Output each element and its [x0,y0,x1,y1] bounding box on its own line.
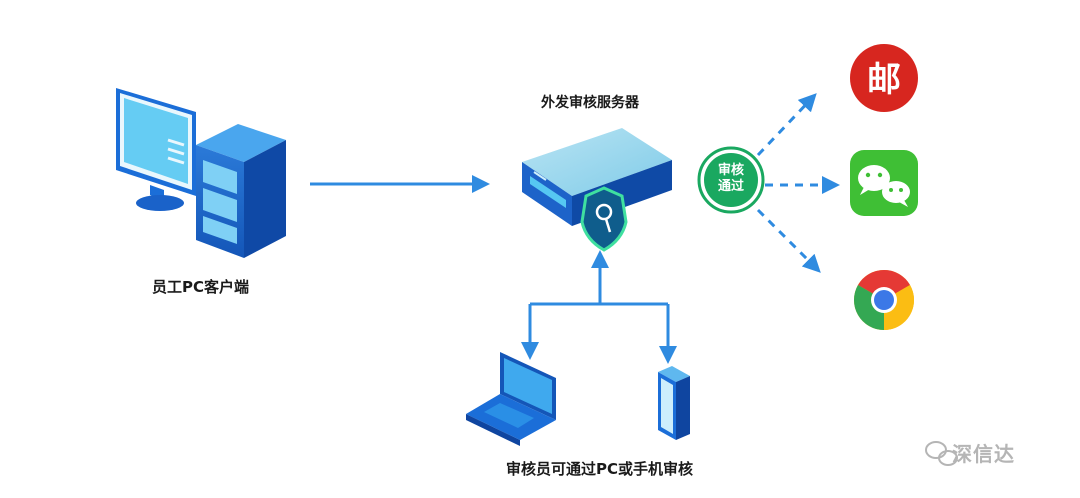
badge-line-1: 审核 [717,163,744,178]
approval-badge [697,146,765,214]
watermark-text: 深信达 [952,442,1015,466]
chrome-icon [853,269,915,330]
client-label: 员工PC客户端 [152,278,250,296]
china-post-icon [850,44,918,112]
china-post-char: 邮 [867,60,901,100]
reviewer-branch-arrows [521,250,677,364]
shield-magnifier-icon [580,186,628,252]
approval-badge-text: 审核 通过 [702,163,760,195]
wechat-icon [850,150,918,216]
phone-icon [658,366,690,440]
watermark: 深信达 [920,438,1015,467]
server-label: 外发审核服务器 [541,95,639,111]
laptop-icon [466,352,556,446]
reviewer-label: 审核员可通过PC或手机审核 [506,460,694,478]
pc-client-icon [116,88,286,258]
output-arrows [756,93,840,273]
badge-line-2: 通过 [717,179,744,194]
watermark-icon-shape [925,441,958,466]
